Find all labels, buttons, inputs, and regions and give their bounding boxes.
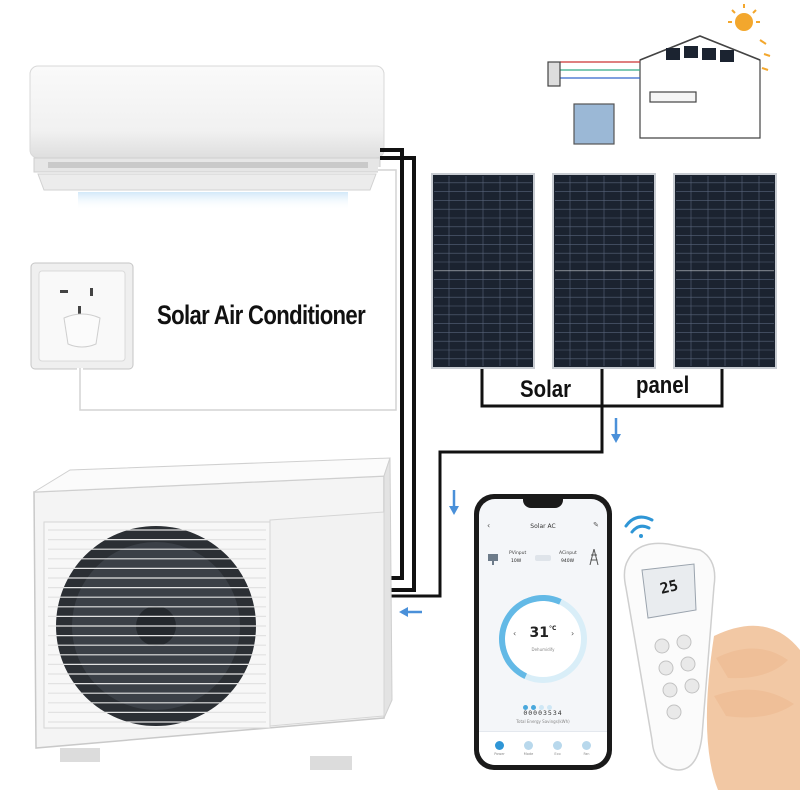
ac-input-label: ACinput (559, 551, 577, 556)
remote-control (623, 542, 800, 790)
mode-dot (539, 705, 544, 710)
eco-icon (553, 741, 562, 750)
temperature-dial[interactable] (499, 595, 587, 683)
app-title: Solar AC (530, 523, 556, 530)
smartphone: ‹ Solar AC ✎ PVinput 10W ACinput 940W ‹ … (474, 494, 612, 770)
solar-panel-label-solar: Solar (520, 376, 572, 403)
energy-counter: 00003534 (523, 709, 563, 717)
indoor-ac-unit (29, 65, 385, 210)
nav-power-button[interactable]: Power (491, 741, 509, 756)
wifi-signal-icon (624, 515, 654, 538)
ac-input-value: 940W (561, 559, 575, 564)
phone-notch (523, 499, 563, 508)
nav-eco-button[interactable]: Eco (549, 741, 567, 756)
nav-fan-button[interactable]: Fan (578, 741, 596, 756)
mode-indicator (523, 695, 555, 714)
temp-up-button[interactable]: › (571, 629, 575, 638)
mode-dot (531, 705, 536, 710)
product-title: Solar Air Conditioner (157, 300, 366, 330)
pv-input-value: 10W (511, 559, 522, 564)
back-chevron-icon[interactable]: ‹ (487, 521, 491, 530)
mode-status-text: Dehumidify (531, 647, 555, 652)
temp-down-button[interactable]: ‹ (513, 629, 517, 638)
temperature-value: 31 (529, 625, 550, 641)
outdoor-ac-unit (33, 457, 393, 770)
snowflake-icon (524, 741, 533, 750)
power-icon (495, 741, 504, 750)
mode-dot (547, 705, 552, 710)
edit-pencil-icon[interactable]: ✎ (593, 521, 599, 529)
energy-counter-label: Total Energy Savings(kWh) (516, 719, 570, 724)
solar-panel-label-panel: panel (636, 372, 690, 399)
app-screen: ‹ Solar AC ✎ PVinput 10W ACinput 940W ‹ … (479, 499, 607, 765)
grid-tower-icon (589, 548, 599, 566)
temperature-unit: °C (549, 625, 557, 632)
temperature-readout: 31°C (479, 625, 607, 641)
sun-icon (728, 4, 771, 71)
nav-mode-button[interactable]: Mode (520, 741, 538, 756)
pv-input-label: PVinput (509, 551, 527, 556)
ac-unit-icon (535, 555, 551, 561)
house-diagram (547, 35, 761, 145)
mode-dot (523, 705, 528, 710)
fan-icon (582, 741, 591, 750)
flow-arrow-icon (399, 418, 621, 617)
solar-input-icon (487, 551, 499, 565)
app-bottom-nav: Power Mode Eco Fan (479, 731, 607, 765)
wall-socket (30, 262, 134, 370)
